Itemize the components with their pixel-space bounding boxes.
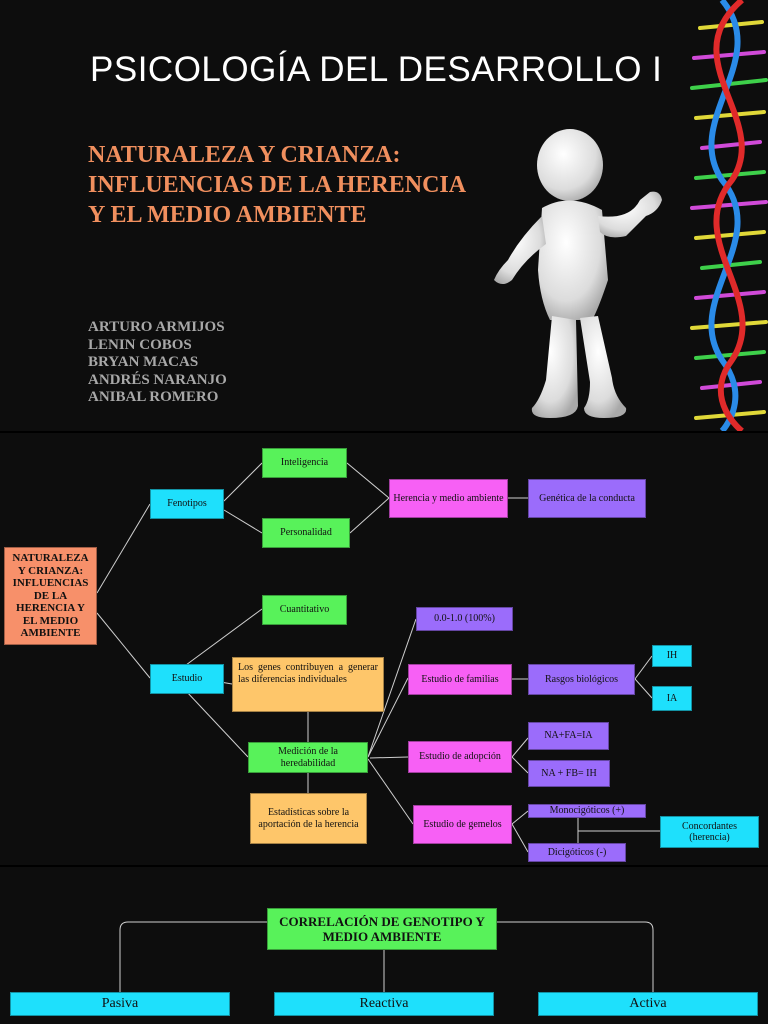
subtitle-line: INFLUENCIAS DE LA HERENCIA [88, 172, 467, 198]
pasiva-node: Pasiva [10, 992, 230, 1016]
dicigoticos-node: Dicigóticos (-) [528, 843, 626, 862]
root-node: NATURALEZA Y CRIANZA: INFLUENCIAS DE LA … [4, 547, 97, 645]
herencia-medio-node: Herencia y medio ambiente [389, 479, 508, 518]
thinking-person-figure [494, 129, 662, 418]
genes-node: Los genes contribuyen a generar las dife… [232, 657, 384, 712]
estadisticas-node: Estadísticas sobre la aportación de la h… [250, 793, 367, 844]
author-name: ANIBAL ROMERO [88, 389, 219, 405]
medicion-node: Medición de la heredabilidad [248, 742, 368, 773]
monocigoticos-node: Monocigóticos (+) [528, 804, 646, 818]
slide-subtitle: NATURALEZA Y CRIANZA: INFLUENCIAS DE LA … [88, 140, 528, 230]
fenotipos-node: Fenotipos [150, 489, 224, 519]
author-list: ARTURO ARMIJOS LENIN COBOS BRYAN MACAS A… [88, 319, 227, 407]
author-name: ANDRÉS NARANJO [88, 371, 227, 388]
nafb-node: NA + FB= IH [528, 760, 610, 787]
subtitle-line: NATURALEZA Y CRIANZA: [88, 142, 401, 168]
nafa-node: NA+FA=IA [528, 722, 609, 750]
ia-node: IA [652, 686, 692, 711]
correlation-slide: CORRELACIÓN DE GENOTIPO Y MEDIO AMBIENTE… [0, 867, 768, 1024]
dna-helix-image [690, 0, 768, 431]
genetica-node: Genética de la conducta [528, 479, 646, 518]
subtitle-line: Y EL MEDIO AMBIENTE [88, 202, 367, 228]
estudio-node: Estudio [150, 664, 224, 694]
page-title: PSICOLOGÍA DEL DESARROLLO I [90, 50, 663, 89]
connector-lines [96, 462, 660, 853]
activa-node: Activa [538, 992, 758, 1016]
rango-node: 0.0-1.0 (100%) [416, 607, 513, 631]
cuantitativo-node: Cuantitativo [262, 595, 347, 625]
adopcion-node: Estudio de adopción [408, 741, 512, 773]
ih-node: IH [652, 645, 692, 667]
gemelos-node: Estudio de gemelos [413, 805, 512, 844]
title-slide: PSICOLOGÍA DEL DESARROLLO I NATURALEZA Y… [0, 0, 768, 431]
rasgos-node: Rasgos biológicos [528, 664, 635, 695]
correlation-connectors [119, 921, 654, 992]
concept-map-slide: NATURALEZA Y CRIANZA: INFLUENCIAS DE LA … [0, 433, 768, 865]
concordantes-node: Concordantes (herencia) [660, 816, 759, 848]
author-name: BRYAN MACAS [88, 354, 199, 370]
reactiva-node: Reactiva [274, 992, 494, 1016]
inteligencia-node: Inteligencia [262, 448, 347, 478]
personalidad-node: Personalidad [262, 518, 350, 548]
author-name: LENIN COBOS [88, 336, 192, 353]
familias-node: Estudio de familias [408, 664, 512, 695]
author-name: ARTURO ARMIJOS [88, 319, 225, 335]
correlation-title-node: CORRELACIÓN DE GENOTIPO Y MEDIO AMBIENTE [267, 908, 497, 950]
